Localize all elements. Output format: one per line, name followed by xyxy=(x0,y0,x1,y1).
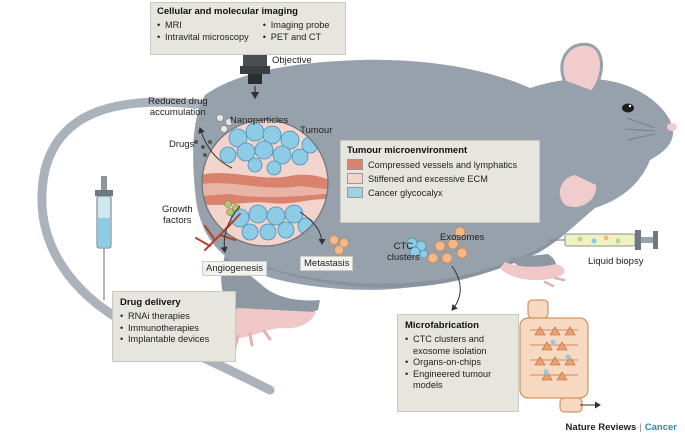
imaging-item: Intravital microscopy xyxy=(157,32,249,44)
imaging-box: Cellular and molecular imaging MRI Intra… xyxy=(150,2,346,55)
liquid-biopsy-syringe xyxy=(548,230,658,250)
microfabrication-item: Engineered tumour models xyxy=(405,369,511,392)
exosomes-label: Exosomes xyxy=(440,232,485,243)
drug-delivery-syringe xyxy=(95,176,113,300)
journal-section: Cancer xyxy=(644,422,677,433)
journal-footer: Nature Reviews|Cancer xyxy=(566,422,677,433)
imaging-list-2: Imaging probe PET and CT xyxy=(263,20,330,43)
reduced-drug-label: Reduced drug accumulation xyxy=(148,96,208,118)
angiogenesis-vessels xyxy=(195,213,241,251)
exosome-dots xyxy=(427,226,468,264)
microfabrication-box: Microfabrication CTC clusters and exosom… xyxy=(397,314,519,412)
swatch-cancer-glycocalyx xyxy=(347,187,363,198)
ctc-cluster xyxy=(406,237,429,259)
drug-delivery-item: Immunotherapies xyxy=(120,323,228,335)
drug-delivery-title: Drug delivery xyxy=(120,297,181,308)
imaging-item: Imaging probe xyxy=(263,20,330,32)
swatch-stiffened-ecm xyxy=(347,173,363,184)
mouse-hind-leg xyxy=(221,255,320,319)
microfabrication-title: Microfabrication xyxy=(405,320,479,331)
mouse-nose xyxy=(667,123,677,131)
ctc-clusters-label: CTC clusters xyxy=(387,241,420,263)
mouse-whiskers xyxy=(624,117,656,141)
tme-item-compressed: Compressed vessels and lymphatics xyxy=(347,159,533,170)
imaging-title: Cellular and molecular imaging xyxy=(157,6,298,17)
tumour-label: Tumour xyxy=(300,125,333,136)
microfabrication-item: CTC clusters and exosome isolation xyxy=(405,334,511,357)
drug-delivery-list: RNAi therapies Immunotherapies Implantab… xyxy=(120,311,228,346)
tme-title: Tumour microenvironment xyxy=(347,145,468,156)
mouse-ear-lower xyxy=(559,175,597,208)
mouse-ear xyxy=(560,42,603,94)
drug-delivery-box: Drug delivery RNAi therapies Immunothera… xyxy=(112,291,236,362)
swatch-compressed-vessels xyxy=(347,159,363,170)
tme-item-glycocalyx: Cancer glycocalyx xyxy=(347,187,533,198)
nanoparticles-label: Nanoparticles xyxy=(230,115,289,126)
liquid-biopsy-label: Liquid biopsy xyxy=(588,256,644,267)
nanoparticles xyxy=(216,114,233,133)
microfluidic-chip xyxy=(519,299,601,413)
objective-label: Objective xyxy=(272,55,312,66)
mouse-front-paw xyxy=(500,262,565,281)
imaging-list-1: MRI Intravital microscopy xyxy=(157,20,249,43)
drugs-label: Drugs xyxy=(169,139,195,150)
microfabrication-item: Organs-on-chips xyxy=(405,357,511,369)
growth-factors-label: Growth factors xyxy=(162,204,193,226)
drug-delivery-item: RNAi therapies xyxy=(120,311,228,323)
imaging-item: MRI xyxy=(157,20,249,32)
drug-delivery-item: Implantable devices xyxy=(120,334,228,346)
mouse-eye xyxy=(622,103,634,113)
tme-box: Tumour microenvironment Compressed vesse… xyxy=(340,140,540,223)
tme-item-stiffened: Stiffened and excessive ECM xyxy=(347,173,533,184)
metastasis-cells xyxy=(329,235,349,255)
microfabrication-list: CTC clusters and exosome isolation Organ… xyxy=(405,334,511,392)
metastasis-label: Metastasis xyxy=(300,256,354,271)
journal-name: Nature Reviews xyxy=(565,422,637,433)
drug-dots xyxy=(194,140,212,157)
growth-factor-dots xyxy=(224,200,240,216)
footer-separator: | xyxy=(639,422,642,433)
imaging-item: PET and CT xyxy=(263,32,330,44)
angiogenesis-label: Angiogenesis xyxy=(202,261,268,276)
mouse-hind-paw xyxy=(225,308,316,339)
